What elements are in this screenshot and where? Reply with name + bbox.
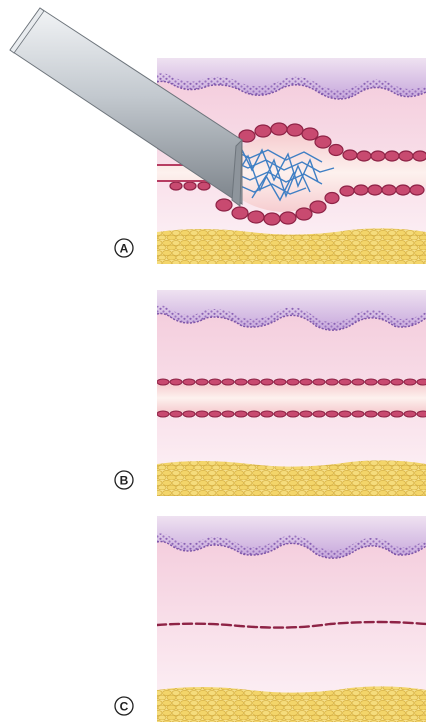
vessel-lumen — [157, 384, 426, 412]
panel-c — [157, 516, 426, 722]
vessel-wall-lower — [157, 411, 426, 417]
svg-text:B: B — [120, 474, 129, 488]
panel-b — [157, 290, 426, 496]
svg-text:C: C — [120, 700, 129, 714]
panel-label-c: C — [115, 697, 133, 715]
svg-text:A: A — [120, 242, 129, 256]
vessel-wall-upper — [157, 379, 426, 385]
panel-label-a: A — [115, 239, 133, 257]
panel-label-b: B — [115, 471, 133, 489]
